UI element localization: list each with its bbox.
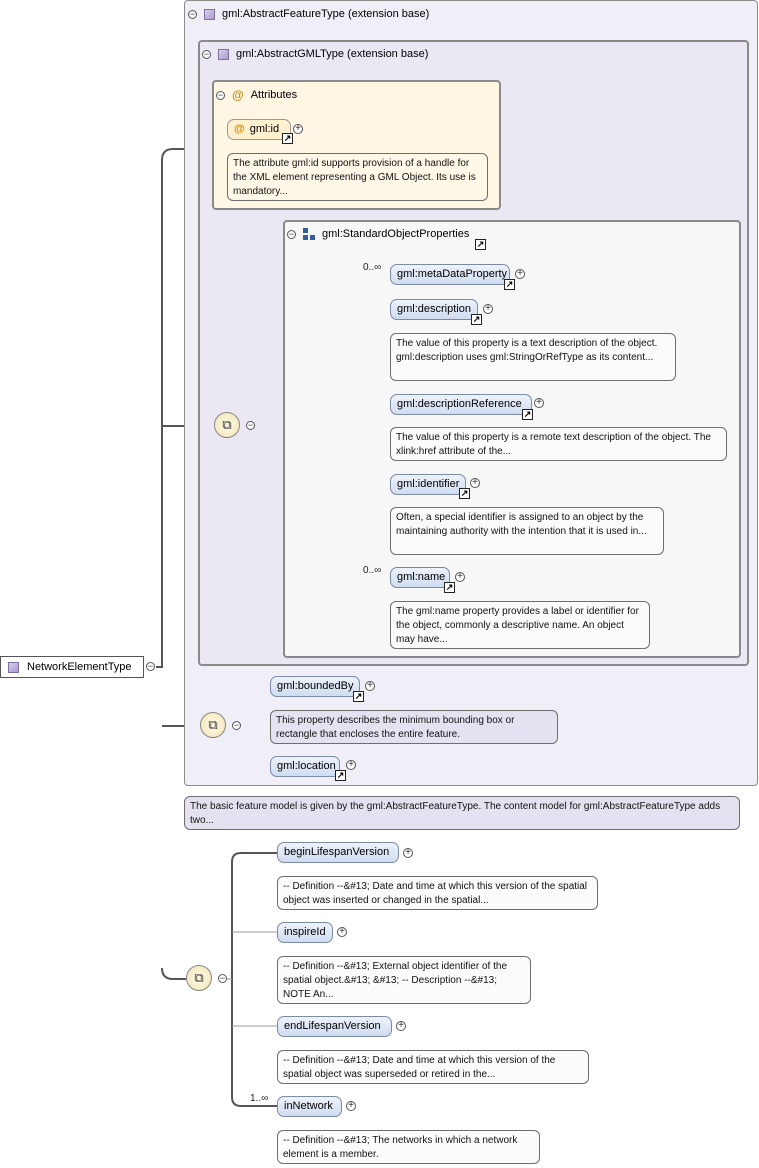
link-arrow-icon[interactable]: ↗ [504,279,515,290]
beginLifespanVersion-doc: -- Definition --&#13; Date and time at w… [277,876,598,910]
link-arrow-icon[interactable]: ↗ [335,770,346,781]
element-inNetwork[interactable]: inNetwork [277,1096,342,1117]
expand-plus-icon[interactable]: + [337,927,347,937]
element-metaDataProperty[interactable]: gml:metaDataProperty [390,264,510,285]
sequence-compositor-icon[interactable]: ⧉ [200,712,226,738]
element-beginLifespanVersion[interactable]: beginLifespanVersion [277,842,399,863]
element-name[interactable]: gml:name [390,567,450,588]
root-collapse-icon[interactable]: − [146,661,155,671]
complex-type-icon [8,661,19,673]
feature-extension-collapse-icon[interactable]: − [188,8,197,19]
expand-plus-icon[interactable]: + [515,269,525,279]
description-doc: The value of this property is a text des… [390,333,676,381]
gml-extension-title: gml:AbstractGMLType (extension base) [236,48,429,60]
standard-object-properties-title: gml:StandardObjectProperties [322,228,470,240]
element-location[interactable]: gml:location [270,756,340,777]
group-collapse-icon[interactable]: − [287,228,296,239]
element-description[interactable]: gml:description [390,299,478,320]
expand-plus-icon[interactable]: + [534,398,544,408]
sequence-compositor-icon[interactable]: ⧉ [186,965,212,991]
gml-id-attribute[interactable]: @ gml:id [227,119,291,140]
feature-extension-doc: The basic feature model is given by the … [184,796,740,830]
link-arrow-icon[interactable]: ↗ [444,582,455,593]
expand-plus-icon[interactable]: + [403,848,413,858]
element-endLifespanVersion[interactable]: endLifespanVersion [277,1016,392,1037]
root-type-box[interactable]: NetworkElementType [0,656,144,678]
element-descriptionReference[interactable]: gml:descriptionReference [390,394,532,415]
descriptionReference-doc: The value of this property is a remote t… [390,427,727,461]
sequence-collapse-icon[interactable]: − [218,973,227,983]
expand-plus-icon[interactable]: + [365,681,375,691]
gml-extension-collapse-icon[interactable]: − [202,48,211,59]
inNetwork-doc: -- Definition --&#13; The networks in wh… [277,1130,540,1164]
attributes-title: Attributes [250,89,298,101]
standard-object-properties-header: − gml:StandardObjectProperties [287,228,469,240]
sequence-collapse-icon[interactable]: − [246,420,255,430]
endLifespanVersion-doc: -- Definition --&#13; Date and time at w… [277,1050,589,1084]
link-arrow-icon[interactable]: ↗ [475,239,486,250]
group-icon [303,228,315,240]
expand-plus-icon[interactable]: + [483,304,493,314]
expand-plus-icon[interactable]: + [396,1021,406,1031]
cardinality-label: 1..∞ [250,1093,269,1104]
expand-plus-icon[interactable]: + [470,478,480,488]
link-arrow-icon[interactable]: ↗ [471,314,482,325]
identifier-doc: Often, a special identifier is assigned … [390,507,664,555]
link-arrow-icon[interactable]: ↗ [459,488,470,499]
attributes-header: − @ Attributes [216,88,297,102]
sequence-collapse-icon[interactable]: − [232,720,241,730]
complex-type-icon [218,48,229,60]
feature-extension-title: gml:AbstractFeatureType (extension base) [222,8,430,20]
gml-id-label: gml:id [249,123,280,135]
link-arrow-icon[interactable]: ↗ [282,133,293,144]
expand-plus-icon[interactable]: + [455,572,465,582]
sequence-compositor-icon[interactable]: ⧉ [214,412,240,438]
gml-extension-header: − gml:AbstractGMLType (extension base) [202,48,428,60]
expand-plus-icon[interactable]: + [346,1101,356,1111]
root-type-label: NetworkElementType [27,661,132,673]
boundedBy-doc: This property describes the minimum boun… [270,710,558,744]
attribute-icon: @ [234,123,245,135]
gml-id-doc: The attribute gml:id supports provision … [227,153,488,201]
cardinality-label: 0..∞ [363,262,382,273]
complex-type-icon [204,8,215,20]
attributes-collapse-icon[interactable]: − [216,89,225,100]
inspireId-doc: -- Definition --&#13; External object id… [277,956,531,1004]
feature-extension-header: − gml:AbstractFeatureType (extension bas… [188,8,429,20]
element-boundedBy[interactable]: gml:boundedBy [270,676,360,697]
element-identifier[interactable]: gml:identifier [390,474,466,495]
element-inspireId[interactable]: inspireId [277,922,333,943]
name-doc: The gml:name property provides a label o… [390,601,650,649]
link-arrow-icon[interactable]: ↗ [522,409,533,420]
expand-plus-icon[interactable]: + [346,760,356,770]
expand-plus-icon[interactable]: + [293,124,303,134]
link-arrow-icon[interactable]: ↗ [353,691,364,702]
cardinality-label: 0..∞ [363,565,382,576]
attribute-icon: @ [232,88,244,102]
